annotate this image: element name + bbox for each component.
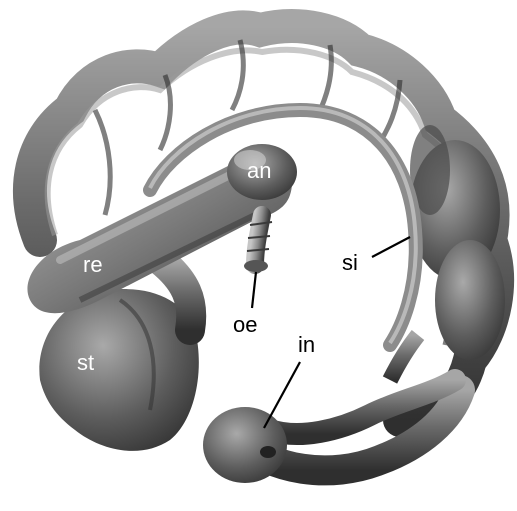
label-oesophagus: oe: [233, 312, 257, 337]
label-rectum: re: [83, 252, 103, 277]
si-leader-line: [372, 237, 410, 257]
label-small-intestine: si: [342, 250, 358, 275]
oe-leader-line: [252, 272, 256, 308]
in-leader-line: [264, 362, 300, 428]
label-intestine: in: [298, 332, 315, 357]
oesophagus: [244, 215, 272, 272]
label-anus: an: [247, 158, 271, 183]
label-stomach: st: [77, 350, 94, 375]
